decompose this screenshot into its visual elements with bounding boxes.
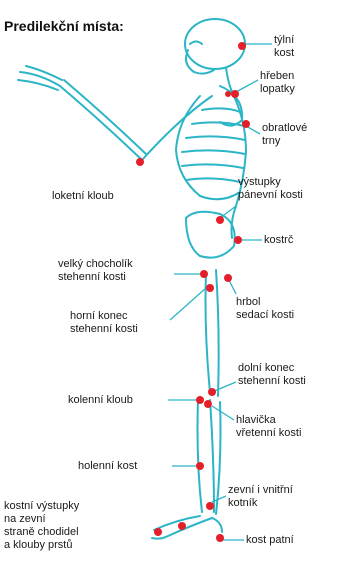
label-kotnik: zevní i vnitřní kotník	[228, 484, 293, 510]
point-hreben-lopatky	[231, 90, 239, 98]
rib-6	[186, 178, 240, 182]
label-vystupky-panevni-kosti: výstupky pánevní kosti	[238, 176, 303, 202]
point-prsty	[154, 528, 162, 536]
label-dolni-konec: dolní konec stehenní kosti	[238, 362, 306, 388]
point-horni-konec	[206, 284, 214, 292]
point-hlavicka	[204, 400, 212, 408]
point-kotnik	[206, 502, 214, 510]
foot-front	[154, 516, 200, 530]
label-holenni-kost: holenní kost	[78, 460, 137, 473]
skull	[185, 19, 245, 69]
eye-socket	[190, 42, 202, 45]
label-kolenni-kloub: kolenní kloub	[68, 394, 133, 407]
points	[136, 42, 250, 542]
label-hreben-lopatky: hřeben lopatky	[260, 70, 295, 96]
forearm-2	[64, 80, 146, 154]
point-kostni-vystupky	[178, 522, 186, 530]
point-loketni-kloub	[136, 158, 144, 166]
jaw	[186, 50, 214, 74]
point-velky-chocholik	[200, 270, 208, 278]
rib-4	[182, 150, 245, 154]
hand	[18, 66, 62, 90]
rib-3	[186, 136, 245, 140]
point-obratlove-trny	[242, 120, 250, 128]
rib-2	[192, 122, 244, 126]
label-velky-chocholik: velký chocholík stehenní kosti	[58, 258, 133, 284]
point-dolni-konec	[208, 388, 216, 396]
diagram-title: Predilekční místa:	[4, 18, 124, 34]
label-hrbol-sedaci-kosti: hrbol sedací kosti	[236, 296, 294, 322]
label-kost-patni: kost patní	[246, 534, 294, 547]
label-tylni-kost: týlní kost	[274, 34, 294, 60]
point-hrbol-sedaci-kosti	[224, 274, 232, 282]
label-kostni-vystupky: kostní výstupky na zevní straně chodidel…	[4, 500, 79, 552]
point-kolenni-kloub	[196, 396, 204, 404]
rib-1	[202, 108, 240, 112]
heel	[212, 518, 222, 532]
spine	[232, 92, 247, 238]
point-holenni-kost	[196, 462, 204, 470]
tibia-front	[198, 400, 203, 512]
tibia-back	[210, 400, 214, 512]
femur-back	[216, 270, 219, 396]
leader-hlavicka	[212, 406, 234, 420]
point-kost-patni	[216, 534, 224, 542]
ribcage	[176, 96, 240, 199]
fibula-back	[216, 402, 221, 514]
forearm	[60, 86, 142, 160]
label-kostrc: kostrč	[264, 234, 293, 247]
point-lopatka-2	[225, 91, 231, 97]
pelvis	[186, 212, 235, 258]
leader-hreben-lopatky	[236, 80, 258, 92]
label-horni-konec: horní konec stehenní kosti	[70, 310, 138, 336]
rib-5	[182, 164, 243, 168]
leader-horni-konec	[170, 288, 206, 320]
point-tylni-kost	[238, 42, 246, 50]
point-vystupky-panevni-kosti	[216, 216, 224, 224]
label-hlavicka: hlavička vřetenní kosti	[236, 414, 301, 440]
label-obratlove-trny: obratlové trny	[262, 122, 307, 148]
point-kostrc	[234, 236, 242, 244]
label-loketni-kloub: loketní kloub	[52, 190, 114, 203]
